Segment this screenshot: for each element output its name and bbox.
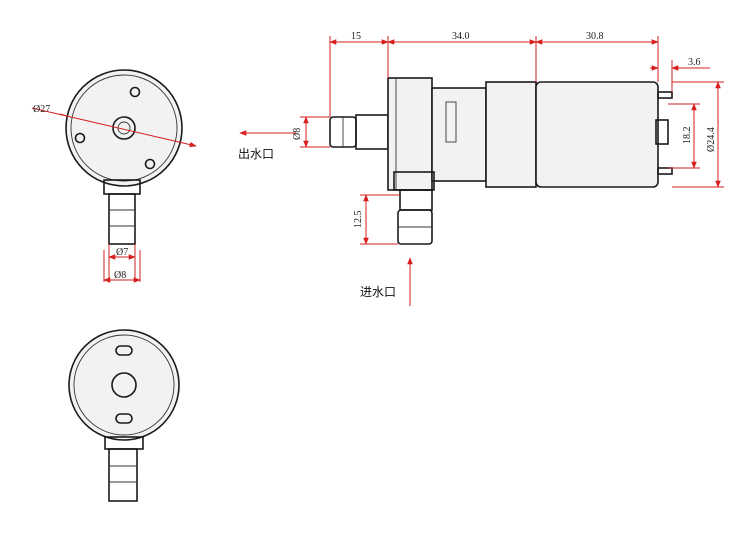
nozzle-dims	[103, 244, 141, 283]
outlet-length-label: 15	[351, 31, 361, 42]
side-view	[329, 77, 673, 245]
outlet-diameter-label: Ø8	[292, 128, 303, 140]
motor-inner-label: 18.2	[682, 127, 693, 145]
inlet-label: 进水口	[360, 285, 396, 299]
front-view	[65, 69, 183, 245]
inlet-length-label: 12.5	[353, 211, 364, 229]
side-dims	[239, 36, 724, 306]
nozzle-inner-label: Ø7	[116, 247, 128, 258]
face-diameter-label: Ø27	[33, 104, 50, 115]
nozzle-outer-label: Ø8	[114, 270, 126, 281]
face-diameter-dim	[31, 107, 197, 148]
motor-diameter-label: Ø24.4	[706, 127, 717, 152]
terminal-label: 3.6	[688, 57, 701, 68]
outlet-label: 出水口	[238, 147, 274, 161]
motor-length-label: 30.8	[586, 31, 604, 42]
body-length-label: 34.0	[452, 31, 470, 42]
rear-view	[68, 329, 180, 502]
